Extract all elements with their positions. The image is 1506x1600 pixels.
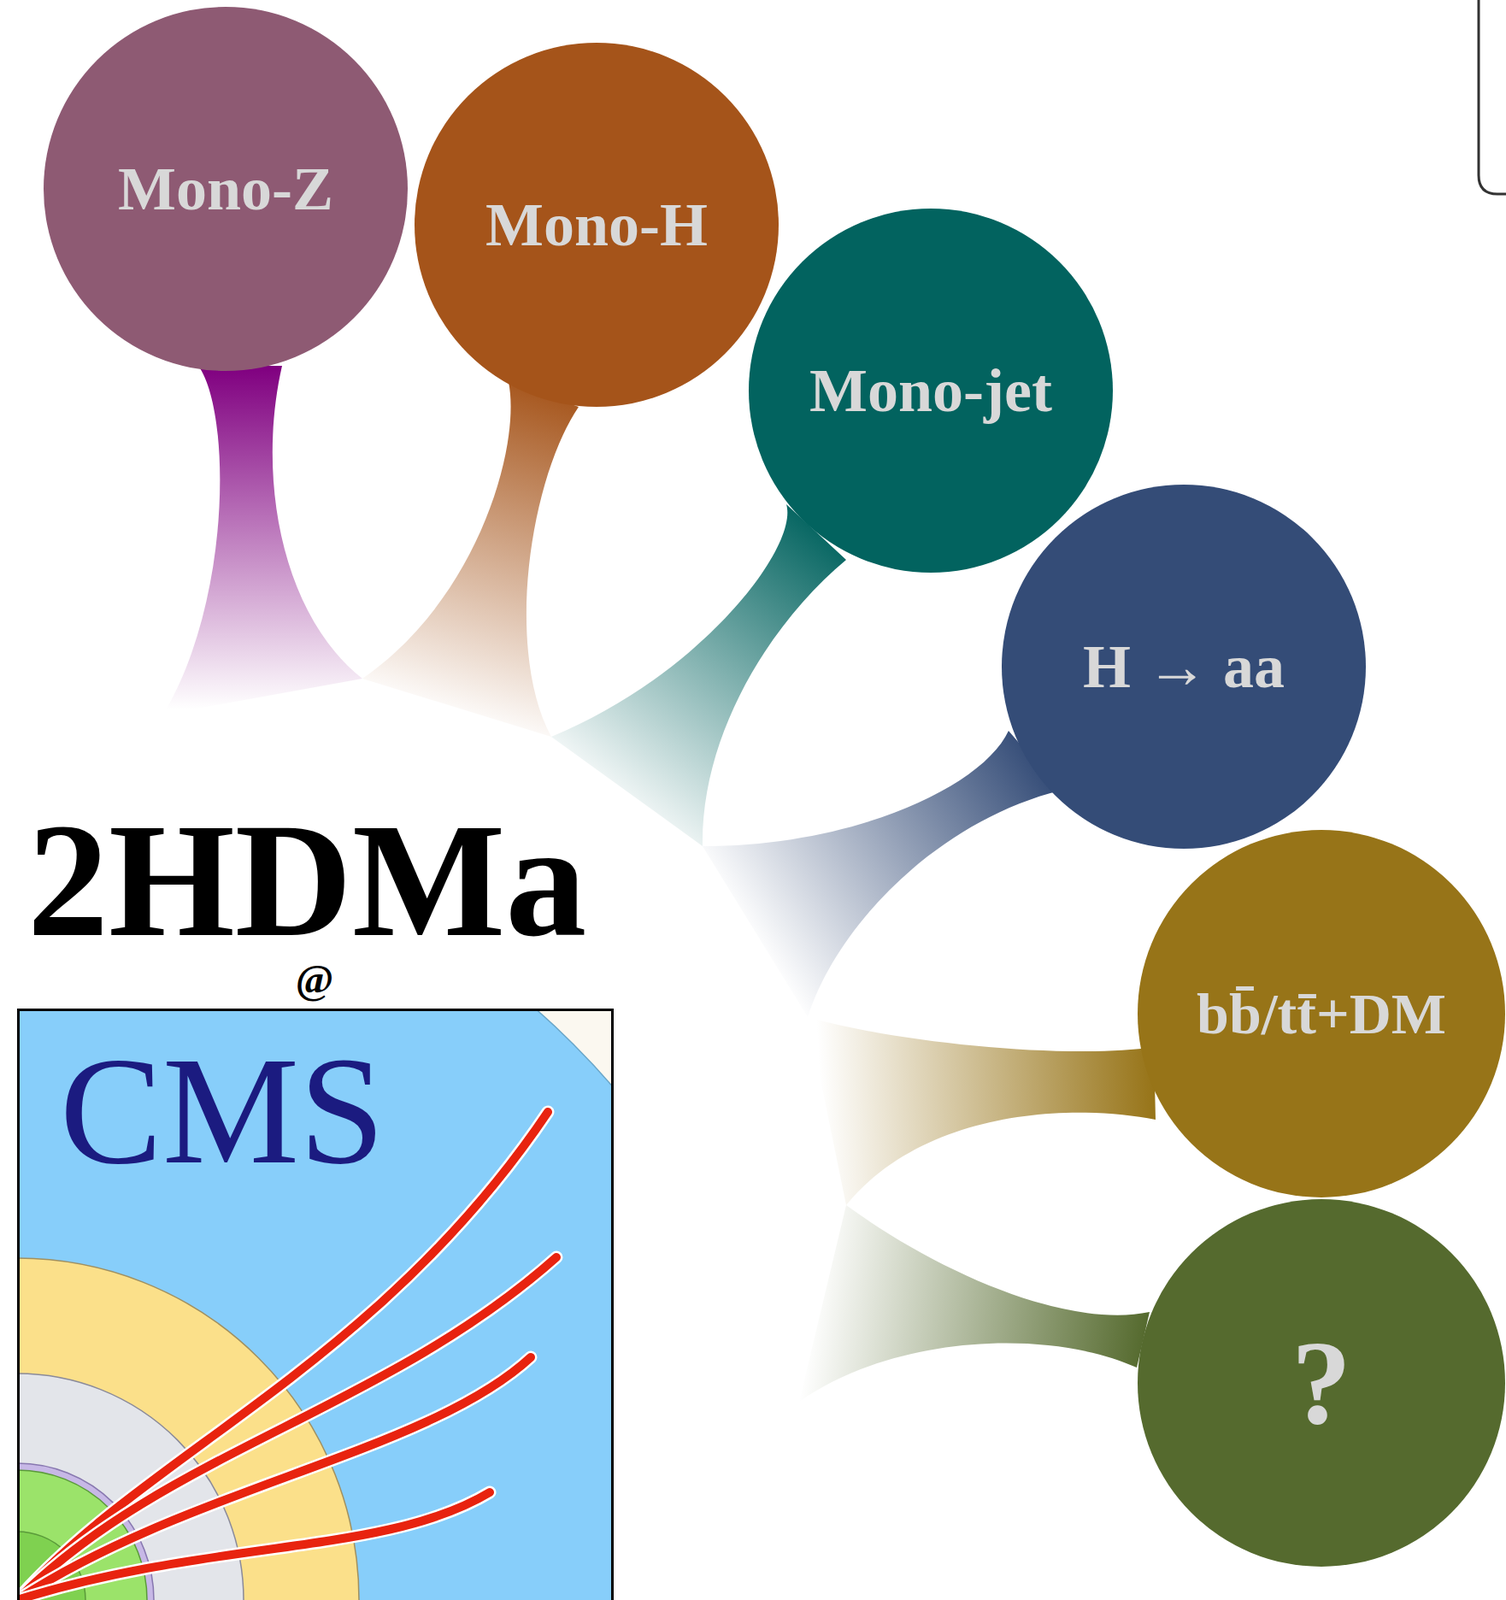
topic-circle: Mono-H — [414, 42, 779, 407]
diagram-title: 2HDMa — [27, 799, 587, 962]
logo-part — [17, 1257, 557, 1600]
particle-track — [17, 1357, 531, 1600]
topic-circle: Mono-jet — [748, 208, 1113, 573]
circle-label: Mono-Z — [117, 158, 334, 220]
circle-label: bb̄/tt̄+DM — [1196, 984, 1447, 1043]
circle-label: ? — [1291, 1323, 1352, 1443]
cms-logo: CMS — [17, 1008, 614, 1600]
logo-part — [17, 1492, 490, 1600]
circle-label: H → aa — [1082, 635, 1285, 698]
topic-circle: ? — [1137, 1199, 1506, 1567]
connector-label: @ — [295, 958, 335, 1001]
topic-circle: bb̄/tt̄+DM — [1137, 829, 1506, 1198]
logo-part — [17, 1008, 614, 1600]
logo-frame — [18, 1010, 613, 1600]
topic-circle: H → aa — [1001, 484, 1366, 849]
logo-part — [17, 1008, 614, 1600]
particle-track — [17, 1257, 557, 1600]
circle-label: Mono-H — [485, 194, 708, 256]
logo-text: CMS — [59, 1034, 385, 1189]
particle-track — [17, 1492, 490, 1600]
topic-circle: Mono-Z — [43, 6, 408, 371]
circle-label: Mono-jet — [809, 359, 1053, 422]
logo-part — [17, 1357, 531, 1600]
